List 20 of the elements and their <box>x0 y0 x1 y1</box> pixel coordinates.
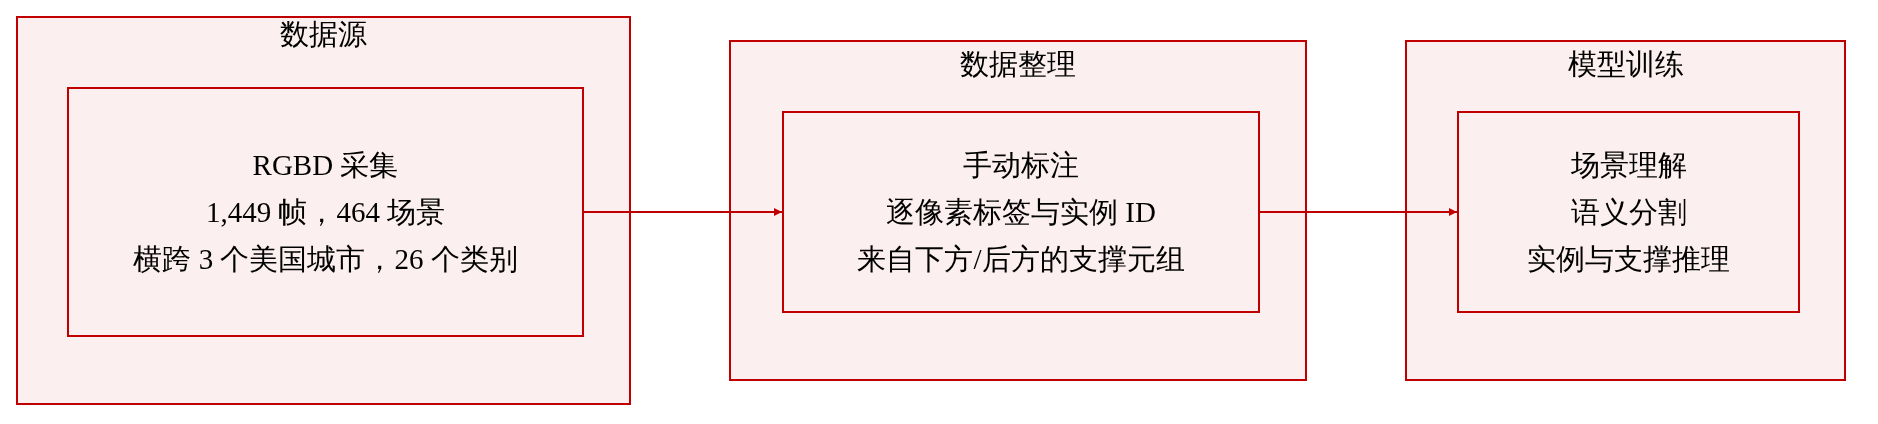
arrow <box>1259 208 1458 216</box>
box-text: 场景理解 <box>1570 147 1687 183</box>
group-box <box>729 40 1307 381</box>
group-title: 模型训练 <box>1567 47 1684 82</box>
box-text: 横跨 3 个美国城市，26 个类别 <box>133 241 518 277</box>
process-box <box>67 87 584 337</box>
box-text: 来自下方/后方的支撑元组 <box>857 241 1185 277</box>
process-box <box>1457 111 1800 313</box>
arrow <box>583 208 783 216</box>
process-box <box>782 111 1260 313</box>
box-text: 实例与支撑推理 <box>1527 241 1730 277</box>
box-text: 逐像素标签与实例 ID <box>886 194 1156 230</box>
group-title: 数据源 <box>280 17 367 52</box>
group-box <box>16 16 631 405</box>
group-box <box>1405 40 1846 381</box>
group-title: 数据整理 <box>960 47 1076 82</box>
box-text: 1,449 帧，464 场景 <box>205 194 446 230</box>
box-text: RGBD 采集 <box>252 147 399 183</box>
box-text: 手动标注 <box>963 147 1079 183</box>
box-text: 语义分割 <box>1570 194 1687 230</box>
